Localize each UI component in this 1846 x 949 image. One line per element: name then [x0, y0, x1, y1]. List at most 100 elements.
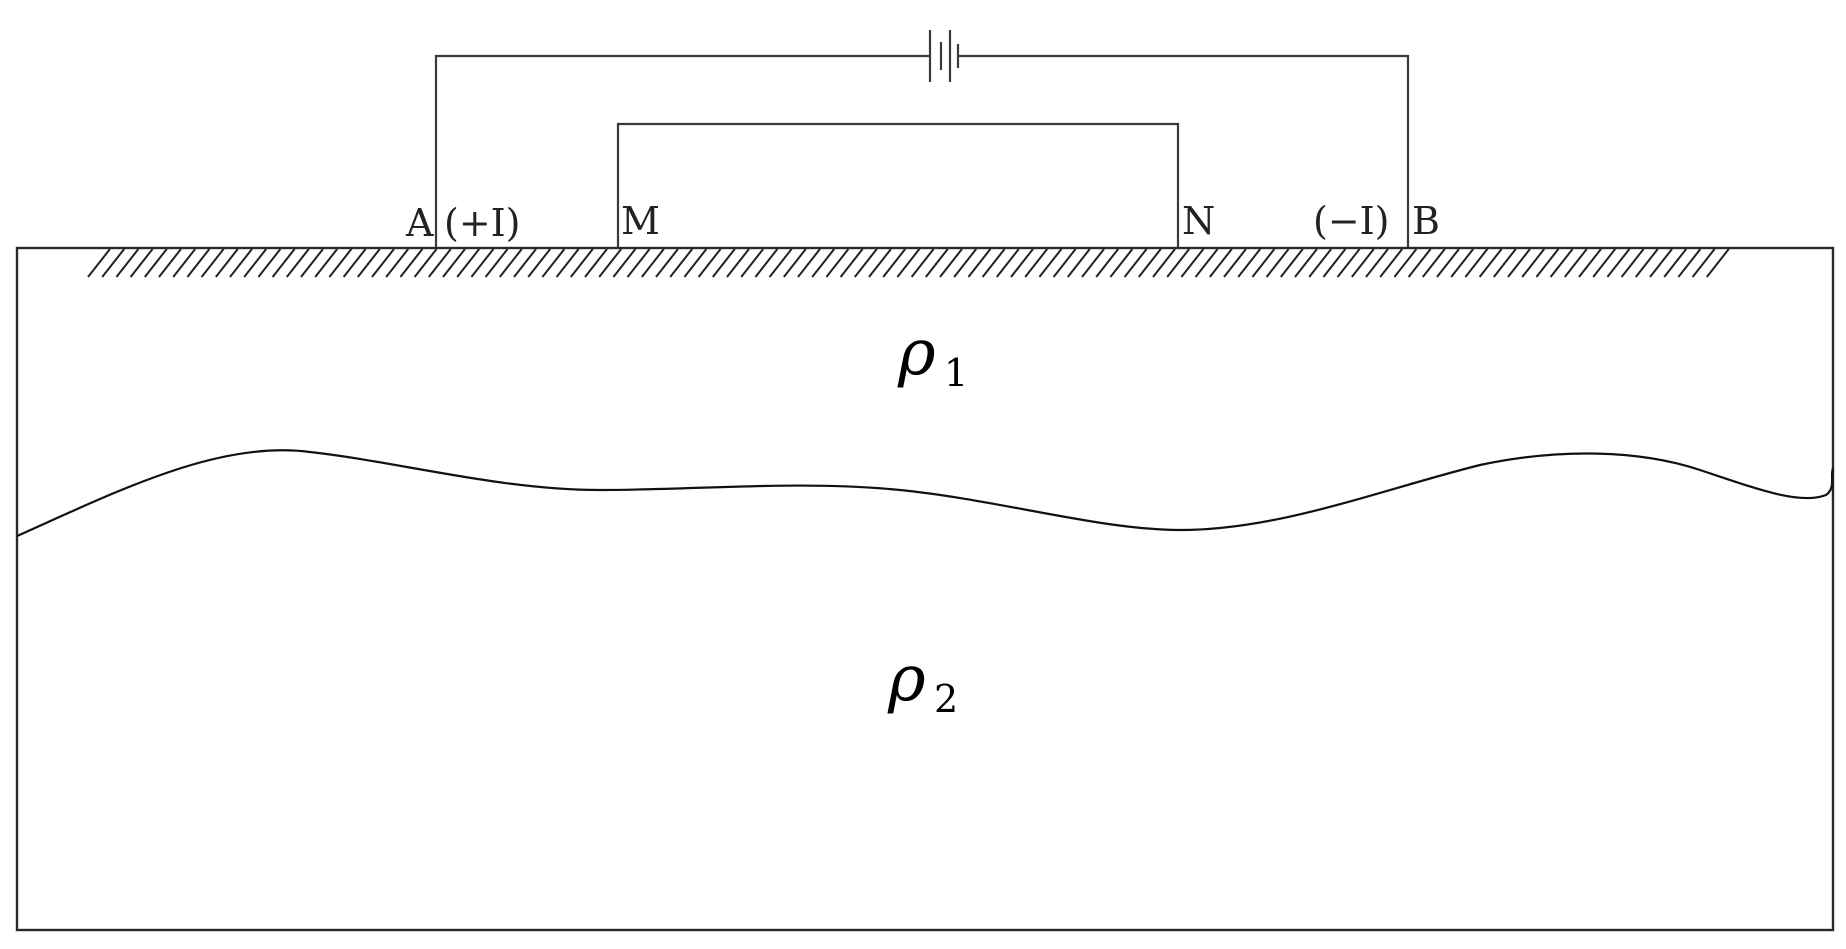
hatch-mark — [243, 248, 267, 278]
hatch-mark — [456, 248, 480, 278]
hatch-mark — [1336, 248, 1361, 278]
hatch-mark — [1379, 248, 1403, 278]
hatch-mark — [1209, 248, 1233, 278]
hatch-mark — [939, 248, 963, 278]
hatch-mark — [754, 248, 779, 278]
layer-interface — [16, 449, 1835, 538]
hatch-mark — [499, 248, 523, 278]
hatch-mark — [1166, 248, 1190, 278]
hatch-mark — [697, 248, 722, 278]
hatch-mark — [115, 248, 140, 278]
hatch-mark — [513, 248, 537, 278]
ground-surface-hatching — [87, 248, 1730, 278]
hatch-mark — [158, 248, 182, 278]
hatch-mark — [740, 248, 764, 278]
rho-subscript: 2 — [934, 677, 958, 721]
electrode-m-label: M — [621, 199, 660, 243]
hatch-mark — [1322, 248, 1347, 278]
hatch-mark — [641, 248, 665, 278]
hatch-mark — [1365, 248, 1389, 278]
hatch-mark — [300, 248, 324, 278]
hatch-mark — [87, 248, 111, 278]
hatch-mark — [1507, 248, 1531, 278]
hatch-mark — [1521, 248, 1545, 278]
hatch-mark — [1280, 248, 1304, 278]
rho-subscript: 1 — [944, 351, 968, 395]
hatch-mark — [925, 248, 949, 278]
hatch-mark — [967, 248, 992, 278]
hatch-mark — [1535, 248, 1560, 278]
rho-symbol: ρ — [897, 316, 936, 390]
hatch-mark — [371, 248, 395, 278]
hatch-mark — [413, 248, 438, 278]
hatch-mark — [484, 248, 509, 278]
hatch-mark — [385, 248, 409, 278]
electrode-n-label: N — [1182, 199, 1215, 243]
hatch-mark — [612, 248, 637, 278]
hatch-mark — [570, 248, 594, 278]
hatch-mark — [598, 248, 622, 278]
hatch-mark — [584, 248, 608, 278]
hatch-mark — [1038, 248, 1063, 278]
hatch-mark — [144, 248, 168, 278]
hatch-mark — [101, 248, 125, 278]
hatch-mark — [1422, 248, 1446, 278]
hatch-mark — [1407, 248, 1432, 278]
hatch-mark — [1067, 248, 1091, 278]
upper-layer-label: ρ 1 — [897, 316, 968, 395]
hatch-mark — [1308, 248, 1332, 278]
hatch-mark — [811, 248, 835, 278]
hatch-mark — [1663, 248, 1687, 278]
hatch-mark — [1620, 248, 1645, 278]
current-wire-right — [958, 54, 1410, 248]
hatch-mark — [669, 248, 693, 278]
hatch-mark — [328, 248, 353, 278]
hatch-mark — [953, 248, 977, 278]
hatch-mark — [1109, 248, 1134, 278]
hatch-mark — [1123, 248, 1148, 278]
hatch-mark — [1592, 248, 1616, 278]
hatch-mark — [1010, 248, 1034, 278]
hatch-mark — [1493, 248, 1517, 278]
hatch-mark — [271, 248, 296, 278]
hatch-mark — [726, 248, 750, 278]
hatch-mark — [1223, 248, 1247, 278]
hatch-mark — [527, 248, 551, 278]
hatch-mark — [1138, 248, 1162, 278]
hatch-mark — [1464, 248, 1489, 278]
hatch-mark — [712, 248, 736, 278]
positive-current-label: (+I) — [444, 201, 521, 245]
hatch-mark — [882, 248, 906, 278]
hatch-mark — [314, 248, 338, 278]
hatch-mark — [399, 248, 424, 278]
hatch-mark — [200, 248, 225, 278]
hatch-mark — [428, 248, 452, 278]
hatch-mark — [1549, 248, 1574, 278]
hatch-mark — [1194, 248, 1219, 278]
hatch-mark — [626, 248, 651, 278]
hatch-mark — [1578, 248, 1602, 278]
hatch-mark — [1393, 248, 1418, 278]
hatch-mark — [257, 248, 282, 278]
rho-symbol: ρ — [887, 642, 926, 716]
hatch-mark — [129, 248, 154, 278]
hatch-mark — [1251, 248, 1276, 278]
hatch-mark — [1237, 248, 1261, 278]
hatch-mark — [1677, 248, 1702, 278]
hatch-mark — [442, 248, 466, 278]
hatch-mark — [896, 248, 921, 278]
ground-section — [15, 246, 1835, 932]
electrode-b-label: B — [1412, 199, 1440, 243]
hatch-mark — [186, 248, 211, 278]
hatch-mark — [981, 248, 1006, 278]
hatch-mark — [825, 248, 850, 278]
battery-icon — [928, 30, 960, 82]
current-circuit — [434, 54, 1410, 248]
hatch-mark — [768, 248, 793, 278]
hatch-mark — [1081, 248, 1105, 278]
hatch-mark — [1152, 248, 1176, 278]
hatch-mark — [1265, 248, 1290, 278]
hatch-mark — [1436, 248, 1460, 278]
hatch-mark — [1706, 248, 1730, 278]
